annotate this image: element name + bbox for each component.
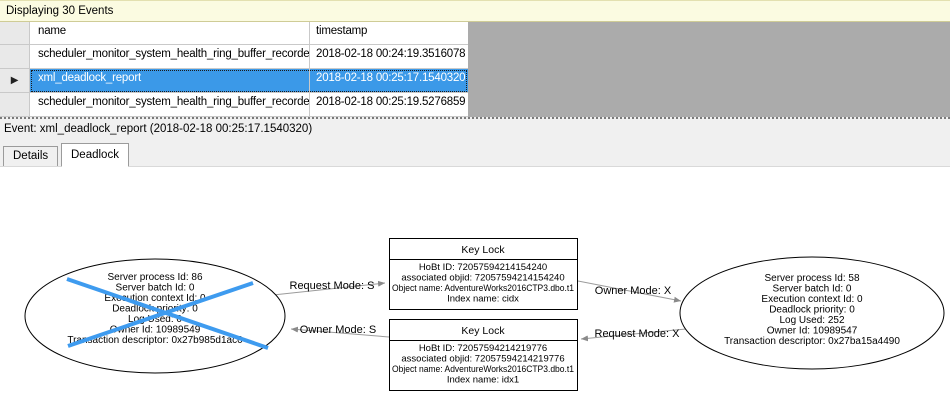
row-selector-header: [0, 22, 30, 45]
deadlock-graph: Request Mode: S Owner Mode: S Owner Mode…: [24, 238, 945, 391]
resource-line: associated objid: 72057594214154240: [401, 273, 564, 284]
edge-label: Request Mode: S: [290, 280, 375, 292]
table-row[interactable]: scheduler_monitor_system_health_ring_buf…: [0, 45, 468, 69]
edge-request-mode-x: Request Mode: X: [580, 328, 687, 342]
resource-line: HoBt ID: 72057594214219776: [419, 343, 547, 354]
splitter-and-event-title[interactable]: Event: xml_deadlock_report (2018-02-18 0…: [0, 117, 950, 141]
process-line: Owner Id: 10989547: [767, 326, 858, 337]
process-node-victim[interactable]: Server process Id: 86 Server batch Id: 0…: [24, 258, 286, 374]
resource-line: associated objid: 72057594214219776: [401, 354, 564, 365]
resource-line: Object name: AdventureWorks2016CTP3.dbo.…: [392, 283, 574, 294]
process-line: Log Used: 0: [128, 314, 182, 325]
timestamp-cell[interactable]: 2018-02-18 00:25:17.1540320: [310, 69, 468, 93]
resource-title: Key Lock: [461, 244, 505, 256]
events-table-band: name timestamp scheduler_monitor_system_…: [0, 22, 950, 117]
process-line: Server process Id: 86: [107, 272, 202, 283]
events-count-bar: Displaying 30 Events: [0, 0, 950, 22]
timestamp-cell[interactable]: 2018-02-18 00:25:19.5276859: [310, 93, 468, 117]
table-row[interactable]: scheduler_monitor_system_health_ring_buf…: [0, 93, 468, 117]
process-line: Deadlock priority: 0: [769, 305, 855, 316]
events-table: name timestamp scheduler_monitor_system_…: [0, 22, 468, 117]
resource-line: Index name: idx1: [447, 375, 519, 386]
edge-label: Owner Mode: S: [300, 324, 376, 336]
edge-owner-mode-x: Owner Mode: X: [577, 280, 682, 303]
process-line: Log Used: 252: [779, 315, 844, 326]
timestamp-cell[interactable]: 2018-02-18 00:24:19.3516078: [310, 45, 468, 69]
tab-details[interactable]: Details: [3, 146, 59, 166]
events-table-header-row: name timestamp: [0, 22, 468, 45]
event-title: Event: xml_deadlock_report (2018-02-18 0…: [4, 123, 313, 135]
column-header-timestamp[interactable]: timestamp: [310, 22, 468, 45]
tab-strip: Details Deadlock: [0, 141, 950, 167]
resource-line: Index name: cidx: [447, 294, 519, 305]
resource-line: Object name: AdventureWorks2016CTP3.dbo.…: [392, 364, 574, 375]
process-line: Execution context Id: 0: [104, 293, 206, 304]
deadlock-tab-content: Request Mode: S Owner Mode: S Owner Mode…: [0, 166, 950, 400]
process-line: Server batch Id: 0: [116, 283, 195, 294]
events-count-label: Displaying 30 Events: [6, 5, 114, 17]
edge-label: Owner Mode: X: [595, 285, 672, 297]
process-line: Transaction descriptor: 0x27ba15a4490: [724, 336, 900, 347]
process-line: Server process Id: 58: [764, 273, 859, 284]
process-line: Execution context Id: 0: [761, 294, 863, 305]
process-line: Owner Id: 10989549: [110, 325, 201, 336]
resource-line: HoBt ID: 72057594214154240: [419, 262, 547, 273]
row-selector-cell[interactable]: [0, 93, 30, 117]
row-selector-cell[interactable]: [0, 45, 30, 69]
name-cell[interactable]: scheduler_monitor_system_health_ring_buf…: [30, 45, 310, 69]
victim-cross-icon: [66, 277, 269, 350]
name-cell[interactable]: xml_deadlock_report: [30, 69, 310, 93]
row-selector-cell[interactable]: ▶: [0, 69, 30, 93]
process-node[interactable]: Server process Id: 58 Server batch Id: 0…: [679, 256, 945, 370]
edge-request-mode-s: Request Mode: S: [272, 280, 386, 296]
column-header-name[interactable]: name: [30, 22, 310, 45]
resource-node-key-lock-top[interactable]: Key Lock HoBt ID: 72057594214154240 asso…: [389, 238, 578, 310]
tab-deadlock[interactable]: Deadlock: [61, 143, 129, 167]
name-cell[interactable]: scheduler_monitor_system_health_ring_buf…: [30, 93, 310, 117]
process-line: Transaction descriptor: 0x27b985d1ac0: [67, 335, 243, 346]
resource-node-key-lock-bottom[interactable]: Key Lock HoBt ID: 72057594214219776 asso…: [389, 319, 578, 391]
resource-title: Key Lock: [461, 325, 505, 337]
edge-owner-mode-s: Owner Mode: S: [290, 324, 390, 338]
current-row-arrow-icon: ▶: [10, 74, 19, 86]
edge-label: Request Mode: X: [595, 328, 681, 340]
process-line: Server batch Id: 0: [773, 284, 852, 295]
table-row-selected[interactable]: ▶ xml_deadlock_report 2018-02-18 00:25:1…: [0, 69, 468, 93]
